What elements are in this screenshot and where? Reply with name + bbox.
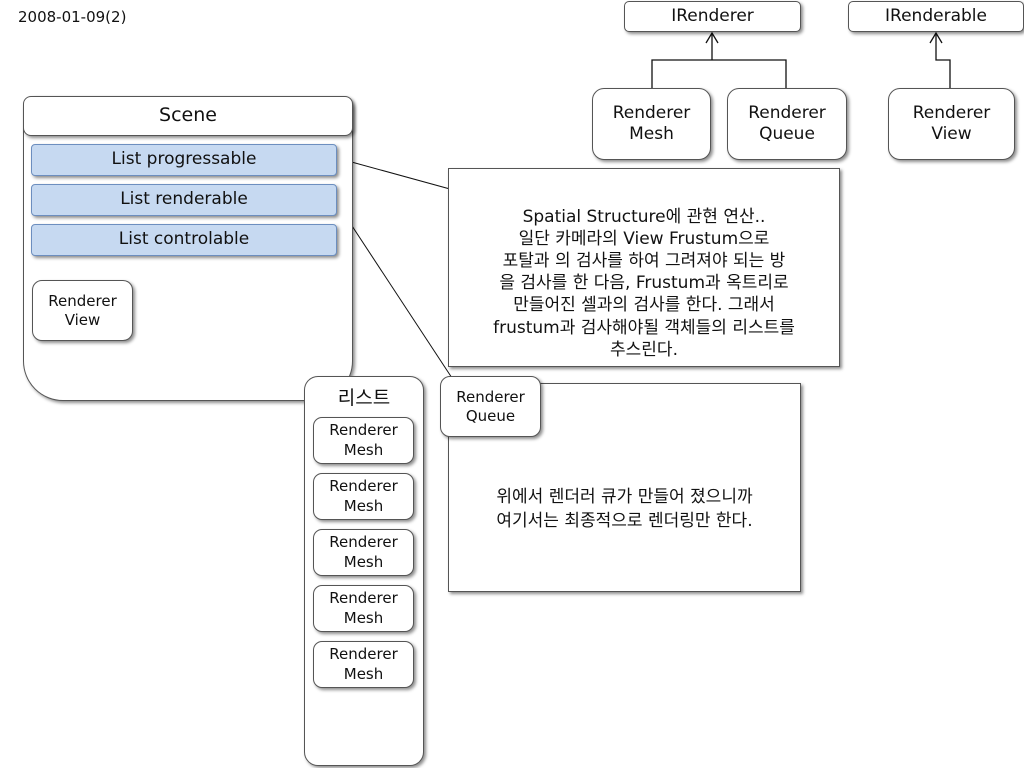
renderer-queue-class-box: Renderer Queue <box>727 88 847 160</box>
list-progressable-label: List progressable <box>111 149 257 170</box>
spatial-note-box: Spatial Structure에 관현 연산.. 일단 카메라의 View … <box>448 168 840 367</box>
list-item-mesh-1-label: Renderer Mesh <box>329 421 398 459</box>
renderer-mesh-class-box: Renderer Mesh <box>592 88 711 160</box>
scene-renderer-view-box: Renderer View <box>32 280 133 341</box>
renderer-queue-label: Renderer Queue <box>456 387 525 425</box>
scene-renderer-view-label: Renderer View <box>48 291 117 329</box>
inherit-line-queue <box>712 59 787 88</box>
list-controlable-label: List controlable <box>118 229 250 250</box>
list-progressable: List progressable <box>31 144 337 176</box>
list-item-mesh-2-label: Renderer Mesh <box>329 477 398 515</box>
list-item-mesh-2: Renderer Mesh <box>313 473 414 520</box>
list-item-mesh-4-label: Renderer Mesh <box>329 589 398 627</box>
list-item-mesh-1: Renderer Mesh <box>313 417 414 464</box>
renderer-queue-class-label: Renderer Queue <box>748 102 826 144</box>
scene-title: Scene <box>159 104 217 127</box>
list-item-mesh-3-label: Renderer Mesh <box>329 533 398 571</box>
irenderable-box: IRenderable <box>848 1 1024 32</box>
list-item-mesh-3: Renderer Mesh <box>313 529 414 576</box>
list-renderable-label: List renderable <box>120 189 248 210</box>
spatial-note-text: Spatial Structure에 관현 연산.. 일단 카메라의 View … <box>493 207 795 360</box>
renderer-view-class-box: Renderer View <box>888 88 1015 160</box>
renderer-mesh-class-label: Renderer Mesh <box>612 102 691 144</box>
list-renderable: List renderable <box>31 184 337 216</box>
scene-title-box: Scene <box>23 96 353 136</box>
irenderer-arrowhead <box>705 31 719 44</box>
irenderable-label: IRenderable <box>885 5 987 26</box>
list-controlable: List controlable <box>31 224 337 256</box>
inherit-line-view <box>935 33 951 88</box>
date-label: 2008-01-09(2) <box>18 8 127 26</box>
list-item-mesh-5: Renderer Mesh <box>313 641 414 688</box>
irenderer-label: IRenderer <box>671 5 754 26</box>
irenderer-box: IRenderer <box>624 1 801 32</box>
renderer-queue-box: Renderer Queue <box>440 376 541 437</box>
irenderable-arrowhead <box>929 31 943 44</box>
renderer-view-class-label: Renderer View <box>912 102 991 144</box>
inherit-line-mesh <box>651 59 712 88</box>
list-item-mesh-5-label: Renderer Mesh <box>329 645 398 683</box>
list-item-mesh-4: Renderer Mesh <box>313 585 414 632</box>
list-panel-title: 리스트 <box>337 387 391 409</box>
queue-note-text: 위에서 렌더러 큐가 만들어 졌으니까 여기서는 최종적으로 렌더링만 한다. <box>496 486 753 532</box>
